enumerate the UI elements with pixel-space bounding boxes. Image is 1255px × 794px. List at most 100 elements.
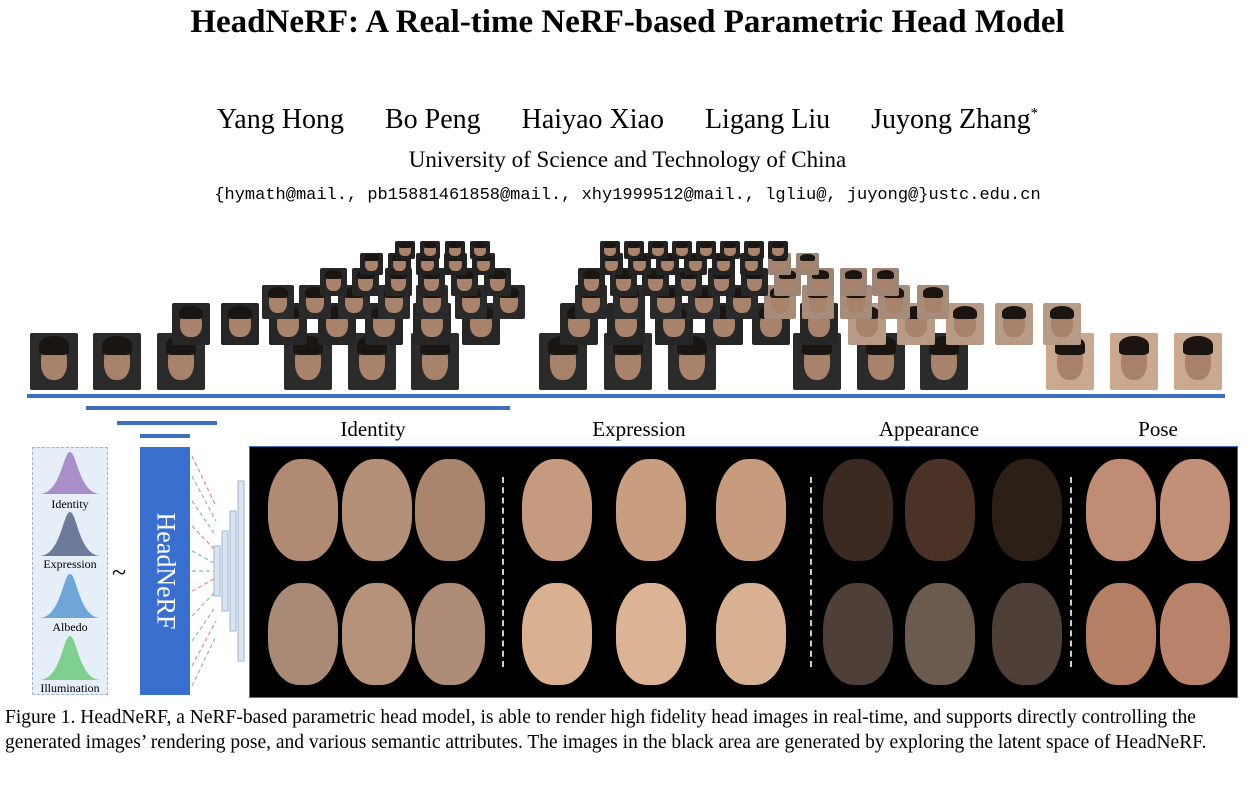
section-divider (502, 477, 504, 667)
face-thumbnail (484, 268, 511, 296)
face-thumbnail (720, 241, 740, 259)
face-thumbnail-hair (364, 254, 379, 262)
face-thumbnail-hair (178, 305, 204, 319)
generated-face (716, 459, 786, 561)
face-thumbnail (872, 268, 899, 296)
face-thumbnail-hair (423, 242, 437, 248)
face-thumbnail-hair (603, 242, 617, 248)
face-collage (0, 235, 1255, 395)
section-label-pose: Pose (1138, 417, 1178, 441)
face-thumbnail-hair (582, 269, 601, 279)
face-thumbnail (696, 241, 716, 259)
face-thumbnail-hair (1049, 305, 1075, 319)
expression-distribution (39, 512, 101, 556)
face-thumbnail (172, 303, 210, 345)
generated-face (616, 583, 686, 685)
generated-face (905, 459, 975, 561)
face-thumbnail-hair (922, 287, 944, 298)
face-thumbnail (995, 303, 1033, 345)
face-thumbnail (360, 253, 383, 275)
latent-label-albedo: Albedo (52, 620, 88, 634)
face-thumbnail (648, 241, 668, 259)
latent-label-expression: Expression (43, 557, 97, 571)
face-thumbnail-hair (324, 269, 343, 279)
face-thumbnail-hair (473, 242, 487, 248)
subset-bar (86, 406, 510, 410)
paper-title: HeadNeRF: A Real-time NeRF-based Paramet… (190, 4, 1065, 40)
collage-baseline-bar (27, 394, 1225, 398)
face-thumbnail-face (474, 243, 486, 256)
subset-bar (140, 434, 190, 438)
face-thumbnail-hair (1182, 336, 1214, 355)
face-thumbnail-hair (723, 242, 737, 248)
section-label-identity: Identity (340, 417, 406, 441)
sampling-tilde: ~ (112, 558, 127, 587)
face-thumbnail (946, 303, 984, 345)
face-thumbnail (624, 241, 644, 259)
face-thumbnail-hair (304, 287, 326, 298)
face-thumbnail (600, 241, 620, 259)
face-thumbnail-hair (688, 254, 703, 262)
generated-face (522, 583, 592, 685)
face-thumbnail (1110, 333, 1158, 390)
face-thumbnail-face (700, 243, 712, 256)
face-thumbnail-hair (38, 336, 70, 355)
generated-face (268, 583, 338, 685)
face-thumbnail (395, 241, 415, 259)
network-arrows (191, 455, 245, 687)
illumination-distribution (39, 636, 101, 680)
face-thumbnail (840, 268, 867, 296)
generated-face (342, 459, 412, 561)
face-thumbnail-face (628, 243, 640, 256)
face-thumbnail (470, 241, 490, 259)
generated-face (616, 459, 686, 561)
face-thumbnail (744, 241, 764, 259)
face-thumbnail-face (748, 243, 760, 256)
generated-face (823, 583, 893, 685)
face-thumbnail (796, 253, 819, 275)
author-name: Juyong Zhang* (871, 104, 1039, 135)
generated-face (522, 459, 592, 561)
face-thumbnail (445, 241, 465, 259)
author-name: Yang Hong (216, 104, 344, 135)
face-thumbnail (221, 303, 259, 345)
face-thumbnail-hair (771, 242, 785, 248)
affiliation: University of Science and Technology of … (408, 147, 847, 172)
face-thumbnail-face (424, 243, 436, 256)
generated-face (415, 583, 485, 685)
face-thumbnail-hair (398, 242, 412, 248)
subset-bar (117, 421, 217, 425)
face-thumbnail (93, 333, 141, 390)
generated-face (905, 583, 975, 685)
latent-label-illumination: Illumination (40, 681, 100, 695)
section-divider (1070, 477, 1072, 667)
author-list: Yang Hong Bo Peng Haiyao Xiao Ligang Liu… (0, 104, 1255, 136)
author-name: Haiyao Xiao (521, 104, 664, 135)
face-thumbnail (262, 285, 294, 319)
generated-face (1160, 583, 1230, 685)
generated-face (1086, 459, 1156, 561)
face-thumbnail-hair (800, 254, 815, 262)
face-thumbnail-hair (267, 287, 289, 298)
generated-face (268, 459, 338, 561)
face-thumbnail-face (772, 243, 784, 256)
generated-face (823, 459, 893, 561)
face-thumbnail-hair (675, 242, 689, 248)
generated-face (1086, 583, 1156, 685)
author-emails: {hymath@mail., pb15881461858@mail., xhy1… (214, 186, 1041, 205)
face-thumbnail (857, 333, 905, 390)
face-thumbnail-face (724, 243, 736, 256)
face-thumbnail (30, 333, 78, 390)
face-thumbnail-hair (627, 242, 641, 248)
generated-face (992, 583, 1062, 685)
face-thumbnail-hair (693, 287, 715, 298)
face-thumbnail-hair (811, 269, 830, 279)
face-thumbnail-hair (227, 305, 253, 319)
face-thumbnail (768, 241, 788, 259)
face-thumbnail-hair (844, 269, 863, 279)
face-thumbnail-hair (1001, 305, 1027, 319)
face-thumbnail-hair (651, 242, 665, 248)
face-thumbnail (420, 241, 440, 259)
author-name: Bo Peng (384, 104, 481, 135)
face-thumbnail-face (449, 243, 461, 256)
